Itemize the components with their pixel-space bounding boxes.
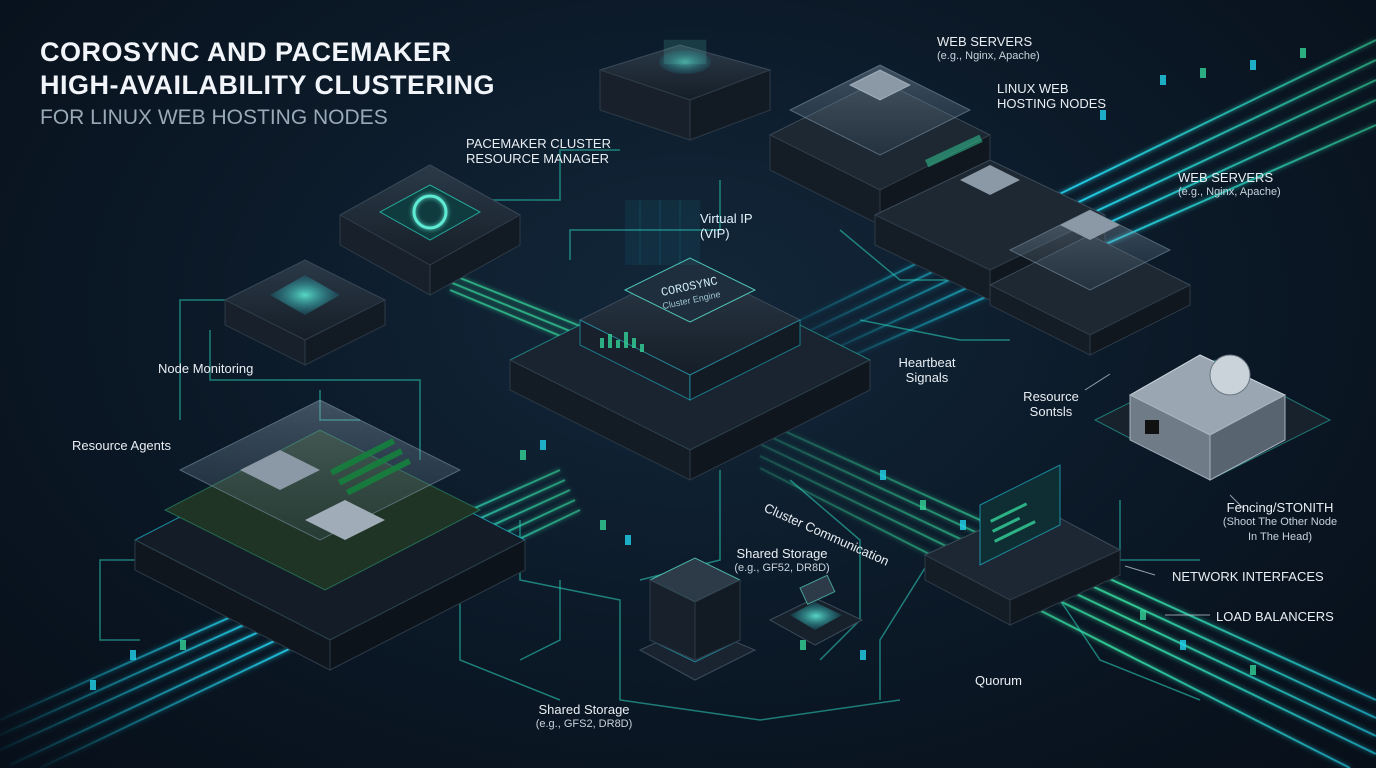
label-pacemaker: PACEMAKER CLUSTER RESOURCE MANAGER	[466, 136, 611, 166]
web-server-stack-3	[988, 209, 1192, 356]
label-vip: Virtual IP (VIP)	[700, 211, 753, 241]
label-web-servers-top-title: WEB SERVERS	[937, 34, 1033, 49]
label-fencing-sub1: (Shoot The Other Node	[1222, 516, 1338, 528]
label-network-interfaces: NETWORK INTERFACES	[1172, 569, 1324, 584]
label-quorum: Quorum	[975, 673, 1022, 688]
cpu-chip-node	[768, 574, 864, 646]
label-vip-line1: Virtual IP	[700, 211, 753, 226]
label-vip-line2: (VIP)	[700, 226, 730, 241]
page-title-line2: HIGH-AVAILABILITY CLUSTERING	[40, 70, 495, 100]
label-heartbeat-line1: Heartbeat	[898, 355, 956, 370]
label-resource-sontsls-line2: Sontsls	[1029, 404, 1073, 419]
label-node-monitoring: Node Monitoring	[158, 361, 254, 376]
shared-storage-stack	[638, 557, 757, 681]
vip-hologram	[625, 200, 700, 265]
label-shared-storage-bottom: Shared Storage (e.g., GFS2, DR8D)	[536, 702, 633, 732]
leader-lines	[1084, 373, 1246, 616]
top-server-node	[598, 39, 772, 141]
label-pacemaker-line2: RESOURCE MANAGER	[466, 151, 610, 166]
load-balancer-node	[923, 464, 1122, 626]
sync-icon	[412, 194, 448, 230]
label-resource-sontsls-line1: Resource	[1023, 389, 1079, 404]
equalizer-bars	[600, 332, 644, 352]
label-pacemaker-line1: PACEMAKER CLUSTER	[466, 136, 611, 151]
label-linux-web-nodes: LINUX WEB HOSTING NODES	[997, 81, 1106, 111]
label-resource-agents: Resource Agents	[72, 438, 172, 453]
label-fencing: Fencing/STONITH (Shoot The Other Node In…	[1223, 500, 1337, 545]
label-resource-sontsls: Resource Sontsls	[1023, 389, 1079, 419]
pacemaker-node	[338, 164, 522, 296]
power-supply-unit	[1093, 354, 1332, 481]
label-linux-web-line2: HOSTING NODES	[997, 96, 1107, 111]
label-heartbeat-line2: Signals	[905, 370, 949, 385]
label-web-servers-top: WEB SERVERS (e.g., Nginx, Apache)	[937, 34, 1040, 64]
node-monitoring-node	[223, 259, 387, 366]
label-load-balancers: LOAD BALANCERS	[1216, 609, 1334, 624]
label-shared-storage-bottom-title: Shared Storage	[538, 702, 630, 717]
title-block: COROSYNC AND PACEMAKER HIGH-AVAILABILITY…	[40, 36, 495, 130]
resource-agents-board	[133, 399, 527, 671]
label-shared-storage-bottom-sub: (e.g., GFS2, DR8D)	[535, 718, 633, 730]
label-shared-storage-mid: Shared Storage (e.g., GF52, DR8D)	[734, 546, 829, 576]
label-shared-storage-mid-title: Shared Storage	[736, 546, 828, 561]
data-packets	[90, 48, 1306, 690]
label-web-servers-top-sub: (e.g., Nginx, Apache)	[937, 50, 1040, 62]
label-web-servers-right: WEB SERVERS (e.g., Nginx, Apache)	[1178, 170, 1281, 200]
label-web-servers-right-title: WEB SERVERS	[1178, 170, 1274, 185]
label-fencing-sub2: In The Head)	[1247, 531, 1312, 543]
label-heartbeat: Heartbeat Signals	[898, 355, 955, 385]
page-subtitle: FOR LINUX WEB HOSTING NODES	[40, 106, 388, 129]
label-shared-storage-mid-sub: (e.g., GF52, DR8D)	[734, 562, 830, 574]
fan-icon	[1209, 354, 1251, 396]
corosync-engine: COROSYNC Cluster Engine	[508, 257, 872, 481]
page-title-line1: COROSYNC AND PACEMAKER	[40, 37, 452, 67]
label-web-servers-right-sub: (e.g., Nginx, Apache)	[1178, 186, 1281, 198]
label-fencing-title: Fencing/STONITH	[1226, 500, 1334, 515]
label-linux-web-line1: LINUX WEB	[997, 81, 1069, 96]
